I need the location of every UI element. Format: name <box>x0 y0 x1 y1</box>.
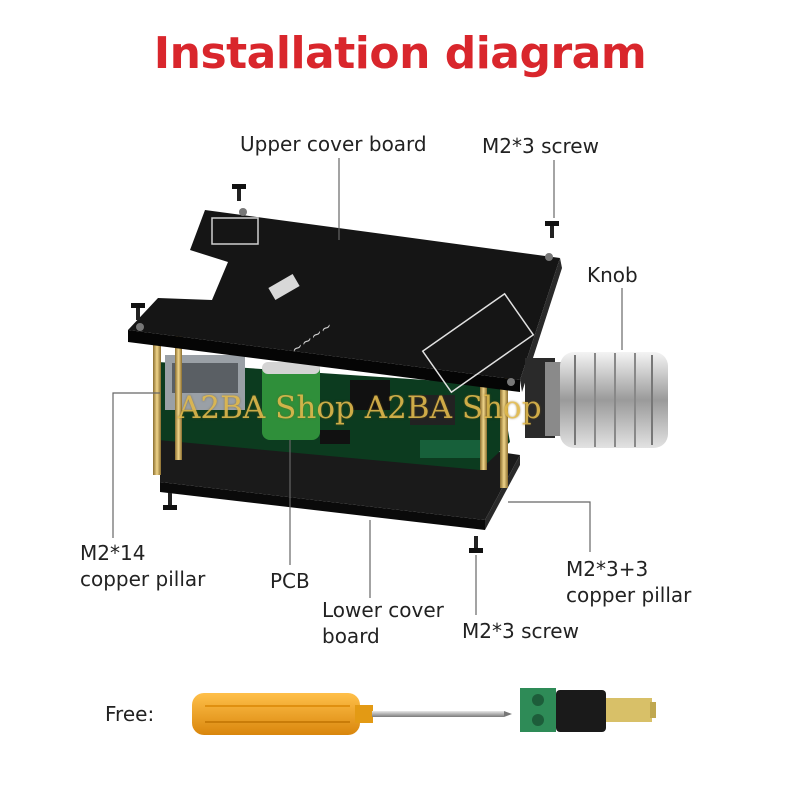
label-lower-cover-board: Lower cover board <box>322 597 444 649</box>
copper-pillars <box>153 330 508 488</box>
label-screw-top: M2*3 screw <box>482 134 599 158</box>
chip <box>350 380 390 410</box>
label-m2-33-line2: copper pillar <box>566 583 692 607</box>
label-m2-14-line2: copper pillar <box>80 567 206 591</box>
label-screw-bottom: M2*3 screw <box>462 619 579 643</box>
knob <box>525 352 668 448</box>
screw-left <box>131 303 145 320</box>
upper-cover-board: ~~~~ <box>128 208 562 394</box>
label-free: Free: <box>105 702 155 726</box>
label-lower-cover-line2: board <box>322 624 380 648</box>
dc-connector <box>520 688 656 732</box>
label-m2-33-line1: M2*3+3 <box>566 557 649 581</box>
screw-top-right <box>545 221 559 238</box>
capacitor <box>262 362 320 440</box>
pcb-board <box>158 355 510 470</box>
label-pcb: PCB <box>270 569 310 593</box>
screw-top-left <box>232 184 246 201</box>
page-title: Installation diagram <box>153 28 647 79</box>
screw-bottom-left <box>163 493 177 510</box>
watermark-text: A2BA Shop A2BA Shop <box>178 390 542 426</box>
screw-bottom-right <box>469 536 483 553</box>
label-m2-14-line1: M2*14 <box>80 541 146 565</box>
label-upper-cover-board: Upper cover board <box>240 132 427 156</box>
label-knob: Knob <box>587 263 638 287</box>
label-m2-14-copper-pillar: M2*14 copper pillar <box>80 540 205 592</box>
screwdriver <box>192 693 512 735</box>
leader-lines <box>112 158 623 615</box>
label-lower-cover-line1: Lower cover <box>322 598 444 622</box>
label-m2-3-3-copper-pillar: M2*3+3 copper pillar <box>566 556 691 608</box>
